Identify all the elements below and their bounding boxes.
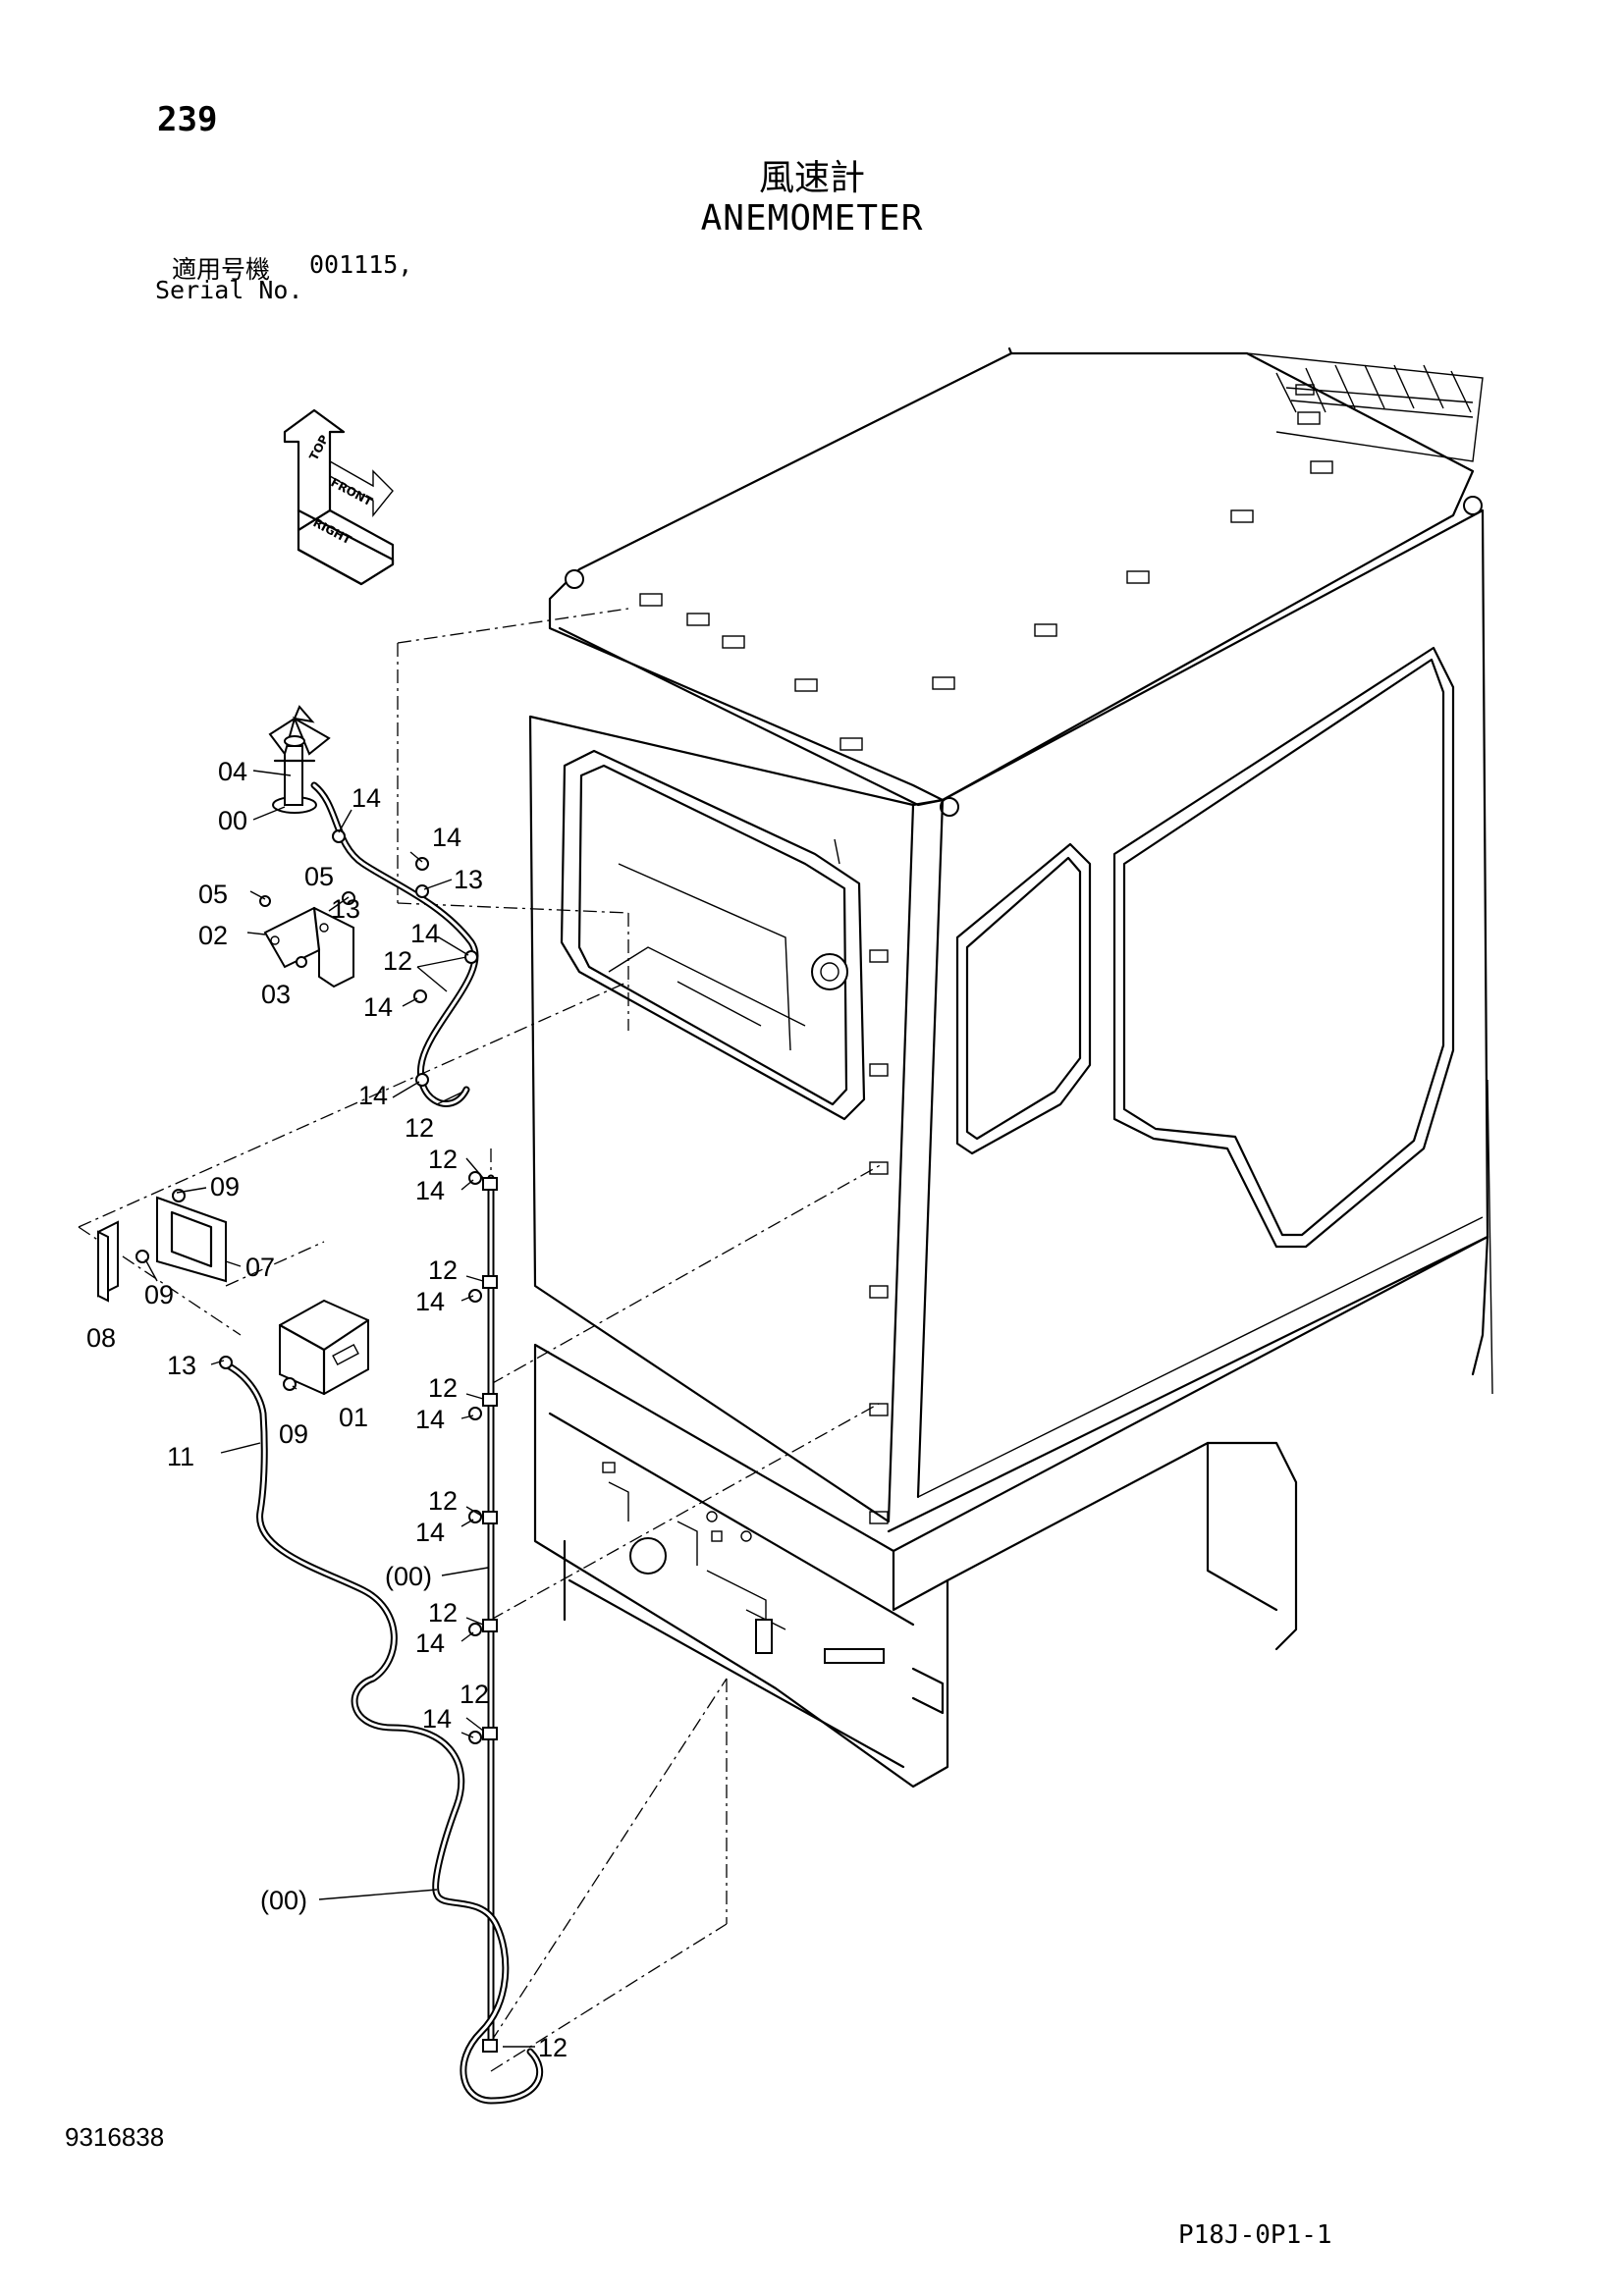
- callout-12: 12: [428, 1486, 458, 1516]
- title-english: ANEMOMETER: [700, 198, 924, 239]
- callout-14: 14: [415, 1629, 445, 1658]
- callout-00-parenthesized: (00): [260, 1886, 307, 1915]
- callout-12: 12: [428, 1145, 458, 1174]
- orientation-front-label: FRONT: [329, 475, 376, 508]
- orientation-top-label: TOP: [306, 433, 331, 463]
- serial-label-english: Serial No.: [155, 276, 303, 304]
- serial-value: 001115,: [309, 250, 413, 279]
- wiring-harness: [219, 781, 543, 2105]
- callout-14: 14: [358, 1081, 388, 1110]
- callout-00-parenthesized: (00): [385, 1562, 432, 1591]
- callout-09: 09: [210, 1172, 240, 1201]
- anemometer-sensor: [268, 705, 331, 814]
- callout-13: 13: [331, 894, 360, 924]
- callout-14: 14: [415, 1176, 445, 1205]
- callout-12: 12: [428, 1373, 458, 1403]
- callout-14: 14: [415, 1518, 445, 1547]
- callout-00: 00: [218, 806, 247, 835]
- callout-14: 14: [415, 1405, 445, 1434]
- callout-07: 07: [245, 1253, 275, 1282]
- callout-14: 14: [363, 992, 393, 1022]
- page-number: 239: [157, 100, 218, 139]
- callout-09: 09: [144, 1280, 174, 1309]
- callout-02: 02: [198, 921, 228, 950]
- leader-lines: [144, 770, 535, 2048]
- title-japanese: 風速計: [758, 158, 865, 198]
- callout-05: 05: [304, 862, 334, 891]
- callout-01: 01: [339, 1403, 368, 1432]
- mounting-panel: [97, 1189, 227, 1303]
- callout-14: 14: [415, 1287, 445, 1316]
- cab-body: [528, 347, 1493, 1789]
- callout-09: 09: [279, 1419, 308, 1449]
- sheet-code: P18J-0P1-1: [1178, 2220, 1332, 2250]
- callout-04: 04: [218, 757, 247, 786]
- callout-14: 14: [432, 823, 461, 852]
- drawing-number: 9316838: [65, 2122, 165, 2152]
- callout-11: 11: [167, 1442, 194, 1471]
- callout-labels: 04 00 14 14 05 13 13 05 02 14 12 03 14 1…: [86, 757, 568, 2062]
- callout-12: 12: [460, 1680, 489, 1709]
- callout-12: 12: [383, 946, 412, 976]
- callout-03: 03: [261, 980, 291, 1009]
- serial-label-japanese: 適用号機: [172, 255, 271, 284]
- callout-14: 14: [410, 919, 440, 948]
- callout-08: 08: [86, 1323, 116, 1353]
- callout-13: 13: [167, 1351, 196, 1380]
- callout-14: 14: [352, 783, 381, 813]
- callout-13: 13: [454, 865, 483, 894]
- orientation-indicator: TOP FRONT RIGHT: [283, 408, 395, 586]
- callout-12: 12: [428, 1255, 458, 1285]
- callout-12: 12: [405, 1113, 434, 1143]
- callout-12: 12: [428, 1598, 458, 1628]
- reference-lines: [78, 608, 885, 2072]
- callout-14: 14: [422, 1704, 452, 1734]
- display-unit: [278, 1299, 370, 1396]
- callout-05: 05: [198, 880, 228, 909]
- callout-12: 12: [538, 2033, 568, 2062]
